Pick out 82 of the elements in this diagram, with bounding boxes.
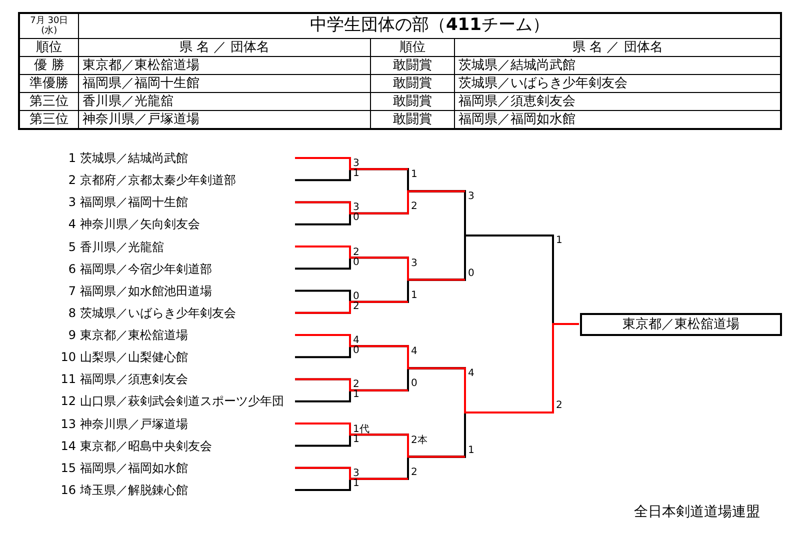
rank-cell: 敢闘賞	[370, 74, 455, 92]
date-cell: 7月 30日 (水)	[19, 13, 79, 38]
score-label: 0	[353, 292, 360, 302]
seed-number: 13	[60, 416, 76, 432]
team-cell: 福岡県／須恵剣友会	[454, 92, 781, 110]
score-label: 3	[353, 159, 360, 169]
column-header: 県 名 ／ 団体名	[78, 38, 370, 56]
team-name: 福岡県／須恵剣友会	[80, 371, 295, 388]
score-label: 1	[556, 236, 562, 246]
score-label: 2	[556, 401, 562, 412]
score-label: 0	[468, 268, 474, 279]
seed-number: 10	[60, 349, 76, 366]
score-label: 2	[353, 248, 360, 258]
team-cell: 茨城県／いばらき少年剣友会	[454, 74, 781, 92]
score-label: 0	[353, 346, 360, 356]
seed-number: 1	[67, 150, 76, 166]
champion-box: 東京都／東松舘道場	[580, 313, 782, 336]
team-name: 福岡県／福岡如水館	[80, 460, 295, 476]
rank-cell: 敢闘賞	[370, 92, 455, 110]
seed-number: 16	[60, 482, 76, 498]
team-name: 福岡県／今宿少年剣道部	[80, 260, 295, 277]
rank-cell: 第三位	[19, 92, 79, 110]
team-name: 埼玉県／解脱錬心館	[80, 482, 295, 498]
score-label: 1	[468, 446, 474, 456]
seed-number: 4	[67, 216, 76, 232]
title-heading: 中学生団体の部（411チーム）	[78, 13, 781, 38]
team-cell: 茨城県／結城尚武館	[454, 56, 781, 74]
score-label: 2	[411, 202, 418, 212]
team-cell: 福岡県／福岡十生館	[78, 74, 370, 92]
seed-number: 12	[60, 393, 76, 410]
score-label: 3	[353, 203, 360, 214]
seed-number: 11	[60, 371, 76, 388]
seed-number: 6	[67, 260, 76, 277]
team-name: 茨城県／いばらき少年剣友会	[80, 304, 295, 321]
team-name: 福岡県／福岡十生館	[80, 194, 295, 210]
score-label: 3	[468, 192, 474, 202]
score-label: 2本	[411, 436, 428, 446]
team-name: 東京都／東松舘道場	[80, 327, 295, 344]
score-label: 2	[353, 380, 360, 390]
seed-number: 3	[67, 194, 76, 210]
score-label: 1	[353, 434, 360, 445]
column-header: 順位	[19, 38, 79, 56]
seed-number: 14	[60, 438, 76, 454]
seed-number: 7	[67, 282, 76, 299]
seed-number: 9	[67, 327, 76, 344]
score-label: 4	[411, 347, 418, 358]
team-name: 香川県／光龍舘	[80, 238, 295, 255]
score-label: 0	[353, 258, 360, 268]
score-label: 4	[468, 369, 474, 380]
seed-number: 5	[67, 238, 76, 255]
score-label: 4	[353, 336, 360, 346]
rank-cell: 準優勝	[19, 74, 79, 92]
score-label: 1	[411, 290, 418, 301]
team-name: 茨城県／結城尚武館	[80, 150, 295, 166]
team-name: 福岡県／如水館池田道場	[80, 282, 295, 299]
team-name: 京都府／京都太秦少年剣道部	[80, 172, 295, 188]
score-label: 0	[411, 379, 418, 390]
team-name: 神奈川県／矢向剣友会	[80, 216, 295, 232]
column-header: 順位	[370, 38, 455, 56]
score-label: 1	[353, 478, 360, 489]
team-name: 東京都／昭島中央剣友会	[80, 438, 295, 454]
seed-number: 2	[67, 172, 76, 188]
score-label: 1	[411, 170, 418, 180]
score-label: 2	[353, 302, 360, 312]
score-label: 3	[411, 258, 418, 269]
team-name: 山口県／萩剣武会剣道スポーツ少年団	[80, 393, 295, 410]
seed-number: 8	[67, 304, 76, 321]
organizer-name: 全日本剣道道場連盟	[634, 503, 760, 521]
rank-cell: 優 勝	[19, 56, 79, 74]
score-label: 1代	[353, 424, 370, 435]
score-label: 1	[353, 169, 360, 180]
seed-number: 15	[60, 460, 76, 476]
score-label: 0	[353, 213, 360, 224]
score-label: 3	[353, 468, 360, 479]
score-label: 1	[353, 390, 360, 400]
column-header: 県 名 ／ 団体名	[454, 38, 781, 56]
rank-cell: 敢闘賞	[370, 56, 455, 74]
score-label: 2	[411, 468, 418, 478]
team-name: 山梨県／山梨健心館	[80, 349, 295, 366]
team-name: 神奈川県／戸塚道場	[80, 416, 295, 432]
team-cell: 東京都／東松舘道場	[78, 56, 370, 74]
team-cell: 香川県／光龍舘	[78, 92, 370, 110]
